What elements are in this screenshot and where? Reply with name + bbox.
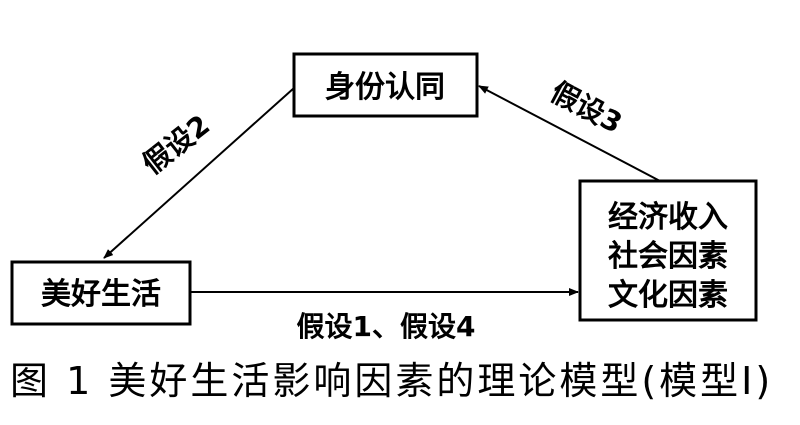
factors-node-line-economic: 经济收入 bbox=[608, 200, 728, 235]
good-life-node-label: 美好生活 bbox=[41, 277, 161, 312]
factors-node-line-social: 社会因素 bbox=[608, 239, 728, 274]
arrow-identity-to-good-life bbox=[103, 87, 295, 259]
figure-caption: 图 1 美好生活影响因素的理论模型(模型Ⅰ) bbox=[10, 359, 774, 403]
edge-hypothesis-3: 假设3 bbox=[478, 75, 661, 182]
edge-hypothesis-1-4: 假设1、假设4 bbox=[190, 288, 579, 343]
identity-node-label: 身份认同 bbox=[325, 70, 445, 105]
edge-label-hypothesis-1-4: 假设1、假设4 bbox=[297, 310, 476, 343]
factors-node-line-cultural: 文化因素 bbox=[608, 278, 728, 313]
arrow-factors-to-identity bbox=[478, 85, 661, 182]
good-life-node: 美好生活 bbox=[10, 260, 192, 326]
edge-hypothesis-2: 假设2 bbox=[103, 87, 295, 259]
edge-label-hypothesis-3: 假设3 bbox=[545, 75, 627, 140]
factors-node: 经济收入 社会因素 文化因素 bbox=[578, 179, 758, 322]
identity-node: 身份认同 bbox=[292, 52, 479, 118]
edge-label-hypothesis-2: 假设2 bbox=[136, 108, 216, 180]
